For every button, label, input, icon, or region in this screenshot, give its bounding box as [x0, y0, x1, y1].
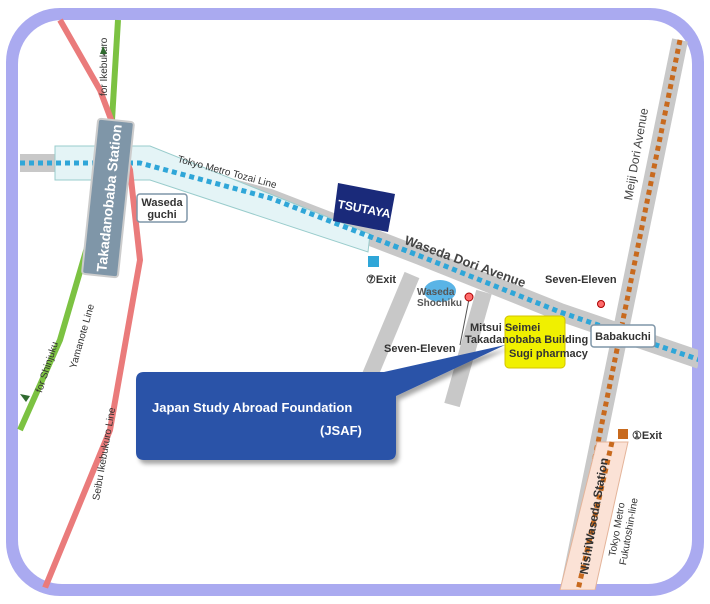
svg-text:Waseda: Waseda — [141, 197, 183, 209]
svg-text:Sugi pharmacy: Sugi pharmacy — [509, 348, 589, 360]
svg-text:Shochiku: Shochiku — [417, 298, 462, 309]
for-ikebukuro-label: for Ikebukuro — [99, 37, 110, 96]
south-arrow-icon — [20, 394, 30, 402]
seven-eleven-label-2: Seven-Eleven — [384, 343, 456, 355]
tozai-platform — [54, 145, 371, 253]
waseda-guchi-gate[interactable]: Waseda guchi — [136, 193, 188, 223]
fukutoshin-track — [565, 39, 683, 590]
exit7-marker-icon[interactable] — [368, 256, 379, 267]
svg-text:guchi: guchi — [147, 209, 176, 221]
jsaf-building[interactable] — [504, 315, 566, 369]
jsaf-callout[interactable] — [136, 345, 505, 460]
exit1-label: ①Exit — [632, 430, 662, 442]
exit1-marker-icon[interactable] — [618, 429, 628, 439]
seven-eleven-marker-icon[interactable] — [464, 292, 474, 302]
callout-subtitle: (JSAF) — [320, 423, 362, 438]
svg-text:for Ikebukuro: for Ikebukuro — [99, 37, 110, 96]
tsutaya-building[interactable]: TSUTAYA — [333, 183, 395, 232]
svg-text:Waseda: Waseda — [417, 287, 455, 298]
callout-title: Japan Study Abroad Foundation — [152, 400, 352, 415]
seven-eleven-marker-icon[interactable] — [597, 300, 605, 308]
seven-eleven-label-1: Seven-Eleven — [545, 274, 617, 286]
north-arrow-icon — [100, 46, 107, 54]
side-street-2 — [444, 289, 492, 408]
babakuchi-intersection[interactable]: Babakuchi — [590, 324, 656, 348]
waseda-shochiku-marker[interactable] — [424, 280, 456, 302]
takadanobaba-station[interactable]: Takadanobaba Station — [81, 117, 135, 279]
svg-text:Babakuchi: Babakuchi — [595, 331, 651, 343]
exit7-label: ⑦Exit — [366, 274, 396, 286]
side-street-1 — [360, 271, 420, 384]
seibu-line — [37, 18, 144, 590]
svg-text:Mitsui Seimei: Mitsui Seimei — [470, 322, 540, 334]
svg-text:Takadanobaba Building: Takadanobaba Building — [465, 334, 588, 346]
